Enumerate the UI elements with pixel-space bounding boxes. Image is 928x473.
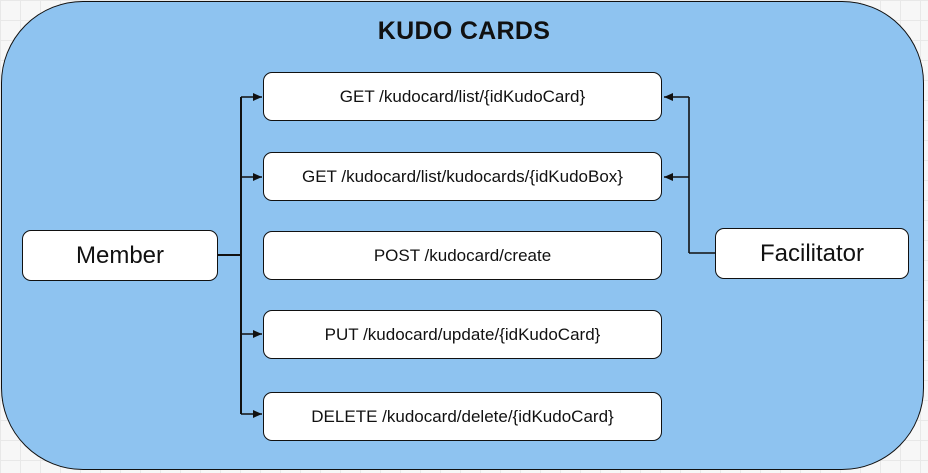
member-label: Member xyxy=(75,241,165,269)
endpoint-get-kudocard: GET /kudocard/list/{idKudoCard} xyxy=(263,72,662,121)
endpoint-label: POST /kudocard/create xyxy=(373,245,552,265)
endpoint-label: GET /kudocard/list/{idKudoCard} xyxy=(339,86,586,106)
member-actor-box: Member xyxy=(22,230,218,281)
endpoint-label: GET /kudocard/list/kudocards/{idKudoBox} xyxy=(302,166,623,186)
endpoint-delete: DELETE /kudocard/delete/{idKudoCard} xyxy=(263,392,662,441)
facilitator-label: Facilitator xyxy=(759,239,865,267)
endpoint-post-create: POST /kudocard/create xyxy=(263,231,662,280)
endpoint-label: PUT /kudocard/update/{idKudoCard} xyxy=(324,324,601,344)
diagram-title: KUDO CARDS xyxy=(377,17,551,45)
endpoint-get-kudocards-by-box: GET /kudocard/list/kudocards/{idKudoBox} xyxy=(263,152,662,201)
endpoint-put-update: PUT /kudocard/update/{idKudoCard} xyxy=(263,310,662,359)
facilitator-actor-box: Facilitator xyxy=(715,228,909,279)
endpoint-label: DELETE /kudocard/delete/{idKudoCard} xyxy=(311,406,614,426)
